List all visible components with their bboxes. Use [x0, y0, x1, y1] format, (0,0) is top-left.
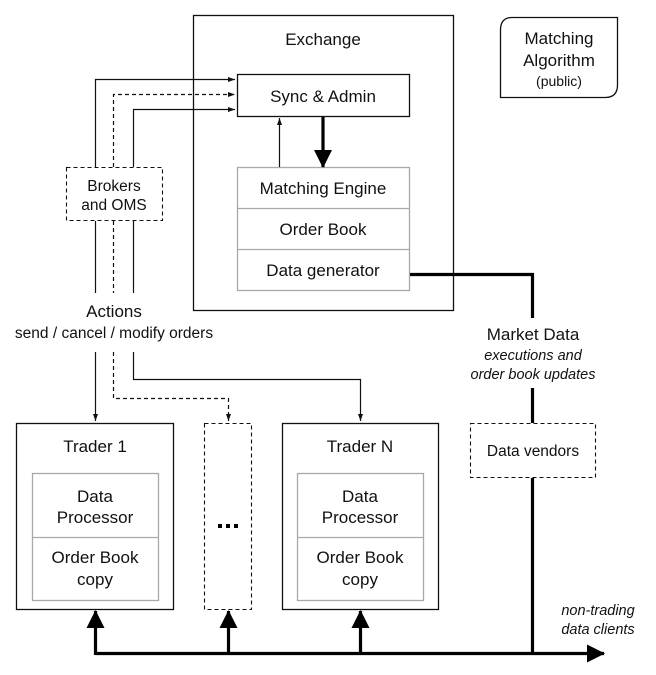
order-flow-line-n — [132, 107, 235, 167]
actions-title: Actions — [86, 302, 142, 321]
data-vendors-box: Data vendors — [469, 422, 597, 479]
matching-algorithm-box: Matching Algorithm (public) — [499, 16, 619, 99]
order-book-label: Order Book — [280, 220, 367, 239]
non-trading-line1: non-trading — [561, 603, 634, 619]
exchange-title: Exchange — [285, 30, 361, 49]
ellipsis-dots — [218, 524, 238, 528]
sync-admin-box: Sync & Admin — [236, 73, 411, 118]
trader-1-copy-line2: copy — [77, 570, 113, 589]
actions-subtitle: send / cancel / modify orders — [15, 325, 213, 342]
order-flow-line-dashed — [112, 92, 235, 167]
brokers-oms-box: Brokers and OMS — [65, 166, 164, 222]
trader-1-copy-line1: Order Book — [52, 548, 139, 567]
trader-n-box: Trader N Data Processor Order Book copy — [281, 422, 440, 611]
market-data-subtitle-2: order book updates — [471, 367, 596, 383]
market-data-feed-line — [410, 272, 535, 318]
matching-engine-label: Matching Engine — [260, 179, 387, 198]
trader-n-copy-line1: Order Book — [317, 548, 404, 567]
trader-n-processor-line1: Data — [342, 487, 378, 506]
market-data-title: Market Data — [487, 325, 580, 344]
trader-1-processor-line1: Data — [77, 487, 113, 506]
trader-n-title: Trader N — [327, 437, 393, 456]
order-flow-line-1 — [94, 77, 235, 167]
matching-algorithm-line3: (public) — [536, 73, 582, 89]
trader-1-processor-line2: Processor — [57, 508, 134, 527]
brokers-line1: Brokers — [87, 178, 141, 195]
market-data-subtitle-1: executions and — [484, 348, 582, 364]
trader-1-box: Trader 1 Data Processor Order Book copy — [15, 422, 175, 611]
matching-algorithm-line2: Algorithm — [523, 51, 595, 70]
exchange-stack: Matching Engine Order Book Data generato… — [236, 166, 411, 292]
trader-1-title: Trader 1 — [63, 437, 127, 456]
data-vendors-label: Data vendors — [487, 443, 579, 460]
non-trading-line2: data clients — [561, 622, 634, 638]
trader-n-copy-line2: copy — [342, 570, 378, 589]
trader-n-processor-line2: Processor — [322, 508, 399, 527]
action-to-trader-n-arrow — [132, 352, 363, 421]
action-to-ellipsis-arrow — [112, 352, 231, 421]
brokers-line2: and OMS — [81, 197, 146, 214]
data-generator-label: Data generator — [266, 261, 380, 280]
more-traders-box — [203, 422, 253, 611]
sync-admin-label: Sync & Admin — [270, 87, 376, 106]
matching-algorithm-line1: Matching — [525, 29, 594, 48]
